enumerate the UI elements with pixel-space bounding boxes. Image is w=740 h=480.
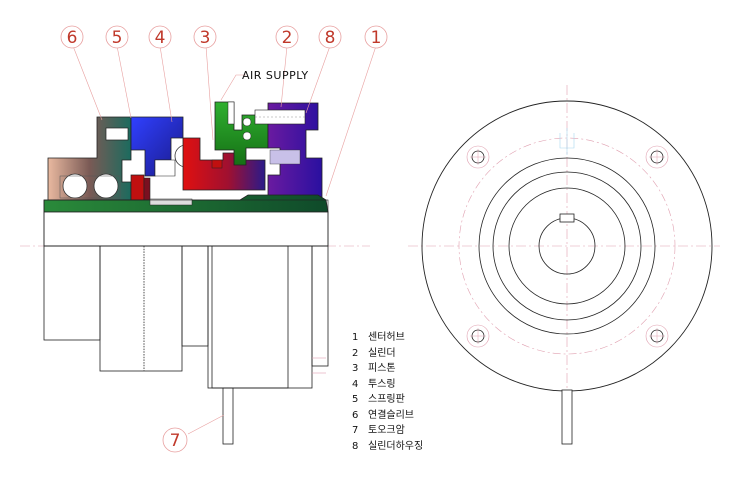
front-view: [408, 85, 720, 445]
svg-text:5: 5: [112, 28, 123, 48]
callout-3: 3: [193, 25, 217, 49]
air-supply-label: AIR SUPPLY: [242, 69, 309, 82]
callout-2: 2: [275, 25, 299, 49]
callout-4: 4: [148, 25, 172, 49]
svg-text:4: 4: [155, 28, 166, 48]
svg-text:6: 6: [67, 28, 78, 48]
callout-7: 7: [162, 427, 188, 453]
callout-1: 1: [364, 25, 388, 49]
callout-6: 6: [60, 25, 84, 49]
leader-lines: [72, 45, 377, 435]
svg-text:3: 3: [200, 28, 211, 48]
svg-text:2: 2: [282, 28, 293, 48]
svg-text:7: 7: [170, 431, 181, 451]
callout-8: 8: [318, 25, 342, 49]
callout-5: 5: [105, 25, 129, 49]
section-view: [20, 101, 370, 445]
svg-text:8: 8: [325, 28, 336, 48]
svg-text:1: 1: [371, 28, 382, 48]
